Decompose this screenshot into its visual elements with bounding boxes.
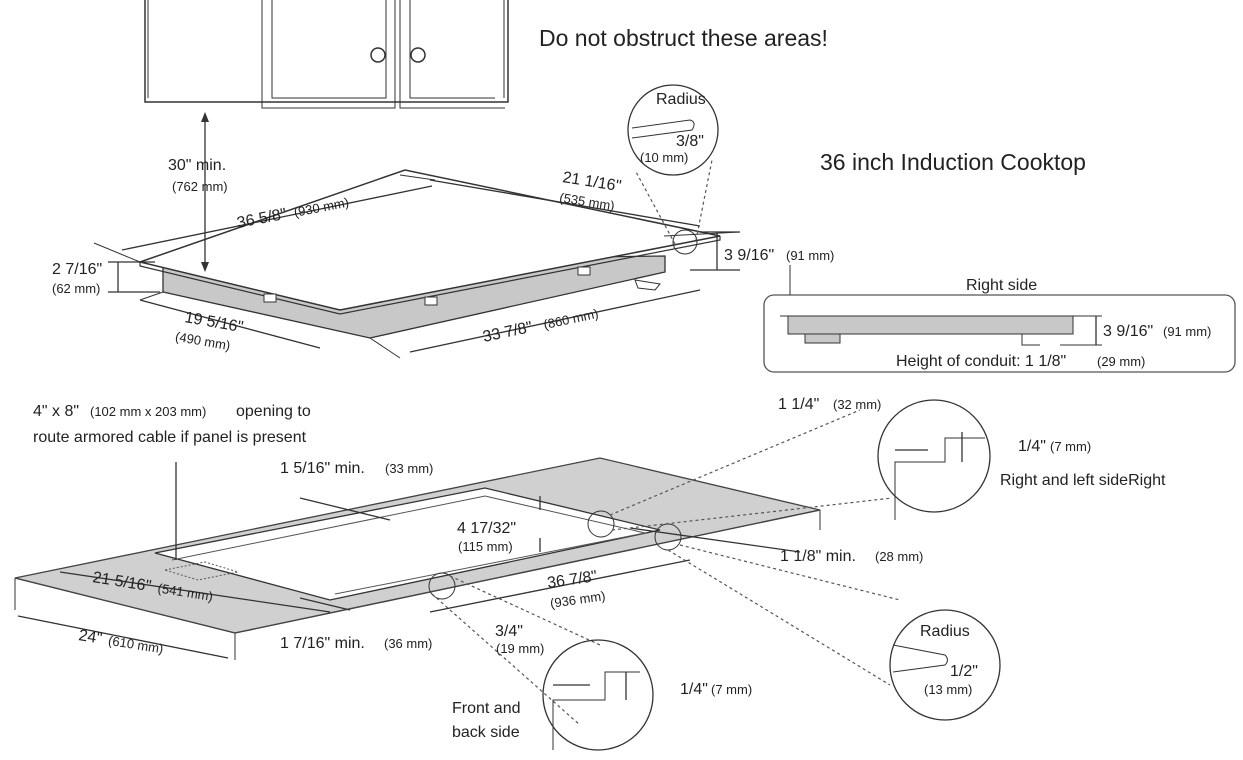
front-caption-line2: back side xyxy=(452,724,520,741)
right-side-title: Right side xyxy=(966,277,1037,294)
side-depth-label: 1/4" xyxy=(1018,438,1046,455)
side-step-detail xyxy=(877,399,991,520)
top-radius-mm: (10 mm) xyxy=(640,150,688,165)
conduit-mm: (29 mm) xyxy=(1097,354,1145,369)
counter-depth-label: 24" xyxy=(77,627,103,647)
front-min-label: 1 7/16" min. xyxy=(280,635,365,652)
side-detail-caption: Right and left sideRight xyxy=(1000,472,1166,489)
corner-radius-label: Radius xyxy=(920,623,970,640)
top-radius-label: Radius xyxy=(656,91,706,108)
base-width-label: 33 7/8" xyxy=(481,319,534,346)
cutout-depth-label: 4 17/32" xyxy=(457,520,516,537)
countertop-drawing xyxy=(14,457,821,660)
diagram-title: 36 inch Induction Cooktop xyxy=(820,149,1086,175)
front-step-detail xyxy=(542,639,654,751)
clearance-label: 30" min. xyxy=(168,157,226,174)
top-radius-detail xyxy=(627,84,719,255)
wall-cabinet xyxy=(144,0,509,109)
counter-depth-mm: (610 mm) xyxy=(107,633,164,657)
front-caption-line1: Front and xyxy=(452,700,520,717)
clearance-mm: (762 mm) xyxy=(172,179,228,194)
cabinet-knob-right xyxy=(410,47,426,63)
conduit-label: Height of conduit: 1 1/8" xyxy=(896,353,1066,370)
front-step-mm: (19 mm) xyxy=(496,641,544,656)
right-side-panel xyxy=(763,265,1236,373)
opening-note-suffix: opening to xyxy=(236,403,311,420)
body-height-label: 2 7/16" xyxy=(52,261,102,278)
right-side-height: 3 9/16" xyxy=(1103,323,1153,340)
side-min-mm: (28 mm) xyxy=(875,549,923,564)
opening-note-line2: route armored cable if panel is present xyxy=(33,429,307,446)
countertop-dimensions xyxy=(17,409,901,726)
corner-radius-mm: (13 mm) xyxy=(924,682,972,697)
cutout-width-mm: (936 mm) xyxy=(549,588,606,611)
cutout-width-label: 36 7/8" xyxy=(546,568,598,592)
cabinet-knob-left xyxy=(370,47,386,63)
cooktop-drawing xyxy=(137,169,721,339)
front-step-label: 3/4" xyxy=(495,623,523,640)
total-height-mm: (91 mm) xyxy=(786,248,834,263)
front-depth-mm: (7 mm) xyxy=(711,682,752,697)
cutout-depth-mm: (115 mm) xyxy=(458,539,513,554)
total-height-label: 3 9/16" xyxy=(724,247,774,264)
base-width-mm: (860 mm) xyxy=(542,306,600,332)
corner-radius-value: 1/2" xyxy=(950,663,978,680)
body-height-mm: (62 mm) xyxy=(52,281,100,296)
side-min-label: 1 1/8" min. xyxy=(780,548,856,565)
front-min-mm: (36 mm) xyxy=(384,636,432,651)
front-depth-label: 1/4" xyxy=(680,681,708,698)
back-min-label: 1 5/16" min. xyxy=(280,460,365,477)
cooktop-dimensions xyxy=(93,112,741,359)
opening-note-mm: (102 mm x 203 mm) xyxy=(90,404,206,419)
side-step-label: 1 1/4" xyxy=(778,396,819,413)
right-side-height-mm: (91 mm) xyxy=(1163,324,1211,339)
warning-text: Do not obstruct these areas! xyxy=(539,25,828,51)
side-step-mm: (32 mm) xyxy=(833,397,881,412)
back-min-mm: (33 mm) xyxy=(385,461,433,476)
top-radius-value: 3/8" xyxy=(676,133,704,150)
corner-radius-detail xyxy=(889,609,1001,721)
side-depth-mm: (7 mm) xyxy=(1050,439,1091,454)
opening-note-size: 4" x 8" xyxy=(33,403,79,420)
